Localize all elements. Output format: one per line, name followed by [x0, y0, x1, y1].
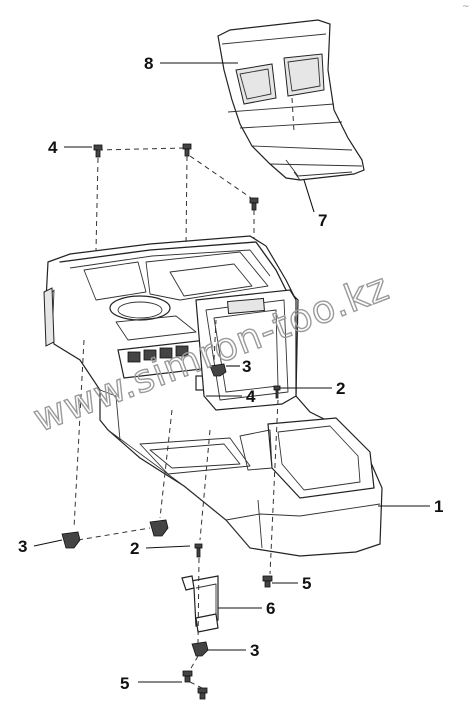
callout-1: 1	[434, 497, 443, 516]
callout-2-low: 2	[130, 539, 139, 558]
switch-opening	[235, 53, 325, 105]
leader-lines	[33, 62, 430, 683]
bolt	[182, 575, 273, 700]
callout-4-top: 4	[48, 138, 58, 157]
callout-3-mid: 3	[242, 357, 251, 376]
callout-3-low: 3	[250, 641, 259, 660]
callout-2-mid: 2	[336, 379, 345, 398]
callout-3-left: 3	[18, 537, 27, 556]
callout-4-mid: 4	[246, 387, 256, 406]
callout-5-right: 5	[302, 574, 311, 593]
console-trim-panel	[217, 19, 365, 181]
corner-mark: ~	[462, 2, 470, 12]
assembly-guide-lines	[73, 147, 279, 689]
callout-labels: 8 7 4 3 2 4 1 3 2 5 6 3 5	[18, 54, 443, 693]
callout-5-low: 5	[120, 674, 129, 693]
callout-8: 8	[144, 54, 153, 73]
mounting-bracket	[181, 575, 219, 633]
clip-nut	[61, 363, 227, 657]
push-pin	[93, 143, 259, 211]
callout-6: 6	[266, 599, 275, 618]
callout-7: 7	[318, 211, 327, 230]
